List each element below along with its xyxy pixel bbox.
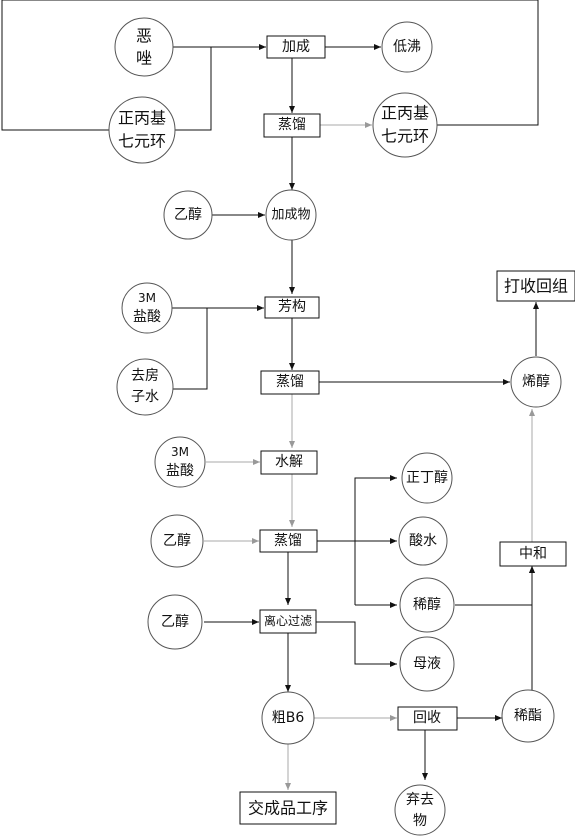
- node-hcl-1: 3M 盐酸: [121, 282, 173, 334]
- ring-merge-line: [174, 47, 212, 131]
- node-ethanol-1-label: 乙醇: [174, 206, 202, 223]
- node-ethanol-3-label: 乙醇: [161, 613, 189, 630]
- node-oxazole-line-1: 恶: [136, 27, 152, 46]
- node-adduct: 加成物: [265, 189, 317, 241]
- node-deionized-water-line-1: 去房: [131, 368, 159, 384]
- node-to-finished-label: 交成品工序: [248, 799, 328, 818]
- arrow-to-mother-liquor: [316, 621, 397, 667]
- node-recovery: 回收: [397, 706, 458, 731]
- node-aromatize: 芳构: [264, 296, 320, 319]
- node-dilute-alcohol: 稀醇: [399, 577, 455, 633]
- node-pack-recover-label: 打收回组: [504, 277, 568, 296]
- node-dilute-alcohol-top: 烯醇: [510, 356, 562, 408]
- node-hcl-2: 3M 盐酸: [154, 436, 206, 488]
- node-waste-line-2: 物: [413, 813, 427, 829]
- node-distill-3-label: 蒸馏: [274, 533, 302, 549]
- node-oxazole: 恶 唑: [114, 17, 174, 77]
- node-n-butanol: 正丁醇: [401, 452, 453, 504]
- node-distill-2-label: 蒸馏: [276, 374, 304, 390]
- node-propyl-ring-right-line-2: 七元环: [381, 127, 429, 146]
- node-propyl-ring-right-line-1: 正丙基: [381, 104, 429, 123]
- node-n-butanol-label: 正丁醇: [406, 469, 448, 486]
- node-dilute-alcohol-label: 稀醇: [413, 596, 441, 613]
- node-deionized-water-line-2: 子水: [131, 389, 159, 405]
- node-acid-water-label: 酸水: [409, 533, 437, 549]
- node-propyl-ring-left-line-1: 正丙基: [118, 109, 166, 128]
- node-dilute-alcohol-top-label: 烯醇: [522, 373, 550, 390]
- node-centrifuge: 离心过滤: [259, 609, 317, 634]
- node-dilute-ester: 稀酯: [501, 689, 555, 743]
- node-dilute-ester-label: 稀酯: [514, 708, 542, 724]
- node-distill-1: 蒸馏: [263, 113, 321, 138]
- node-centrifuge-label: 离心过滤: [264, 613, 312, 628]
- node-hydrolysis-label: 水解: [275, 454, 303, 470]
- node-low-boiling-label: 低沸: [393, 39, 421, 55]
- node-hcl-1-line-2: 盐酸: [133, 309, 161, 325]
- connectors: [1, 0, 539, 790]
- node-mother-liquor: 母液: [399, 636, 455, 692]
- node-acid-water: 酸水: [398, 516, 448, 566]
- node-hcl-2-line-1: 3M: [171, 445, 189, 459]
- node-hcl-2-line-2: 盐酸: [166, 463, 194, 479]
- node-addition: 加成: [266, 35, 326, 59]
- node-addition-label: 加成: [282, 39, 310, 55]
- node-neutralize-label: 中和: [519, 546, 547, 562]
- water-merge-line: [172, 308, 208, 390]
- node-ethanol-2: 乙醇: [150, 514, 204, 568]
- node-pack-recover: 打收回组: [496, 270, 575, 302]
- node-crude-b6-label: 粗B6: [272, 710, 305, 726]
- node-propyl-ring-left-line-2: 七元环: [118, 132, 166, 151]
- node-crude-b6: 粗B6: [261, 691, 315, 745]
- branch-vertical-line: [354, 475, 397, 605]
- node-propyl-ring-right: 正丙基 七元环: [372, 92, 438, 158]
- node-mother-liquor-label: 母液: [413, 656, 441, 672]
- node-ethanol-2-label: 乙醇: [163, 532, 191, 549]
- node-waste-line-1: 弃去: [406, 792, 434, 808]
- node-oxazole-line-2: 唑: [136, 49, 152, 68]
- node-adduct-label: 加成物: [271, 208, 310, 223]
- node-low-boiling: 低沸: [381, 21, 433, 73]
- node-deionized-water: 去房 子水: [116, 358, 174, 416]
- node-to-finished: 交成品工序: [239, 791, 337, 825]
- node-neutralize: 中和: [499, 541, 567, 567]
- node-recovery-label: 回收: [413, 710, 441, 726]
- node-waste: 弃去 物: [394, 784, 446, 836]
- node-distill-1-label: 蒸馏: [278, 117, 306, 133]
- node-aromatize-label: 芳构: [278, 298, 306, 315]
- node-hcl-1-line-1: 3M: [138, 291, 156, 305]
- recycle-loop-line: [1, 0, 539, 131]
- node-distill-2: 蒸馏: [260, 370, 320, 395]
- node-ethanol-1: 乙醇: [163, 190, 213, 240]
- arrow-dilute-to-neutralize: [455, 566, 535, 606]
- node-propyl-ring-left: 正丙基 七元环: [108, 96, 176, 164]
- node-ethanol-3: 乙醇: [147, 594, 203, 650]
- node-distill-3: 蒸馏: [259, 529, 318, 553]
- node-hydrolysis: 水解: [260, 450, 318, 475]
